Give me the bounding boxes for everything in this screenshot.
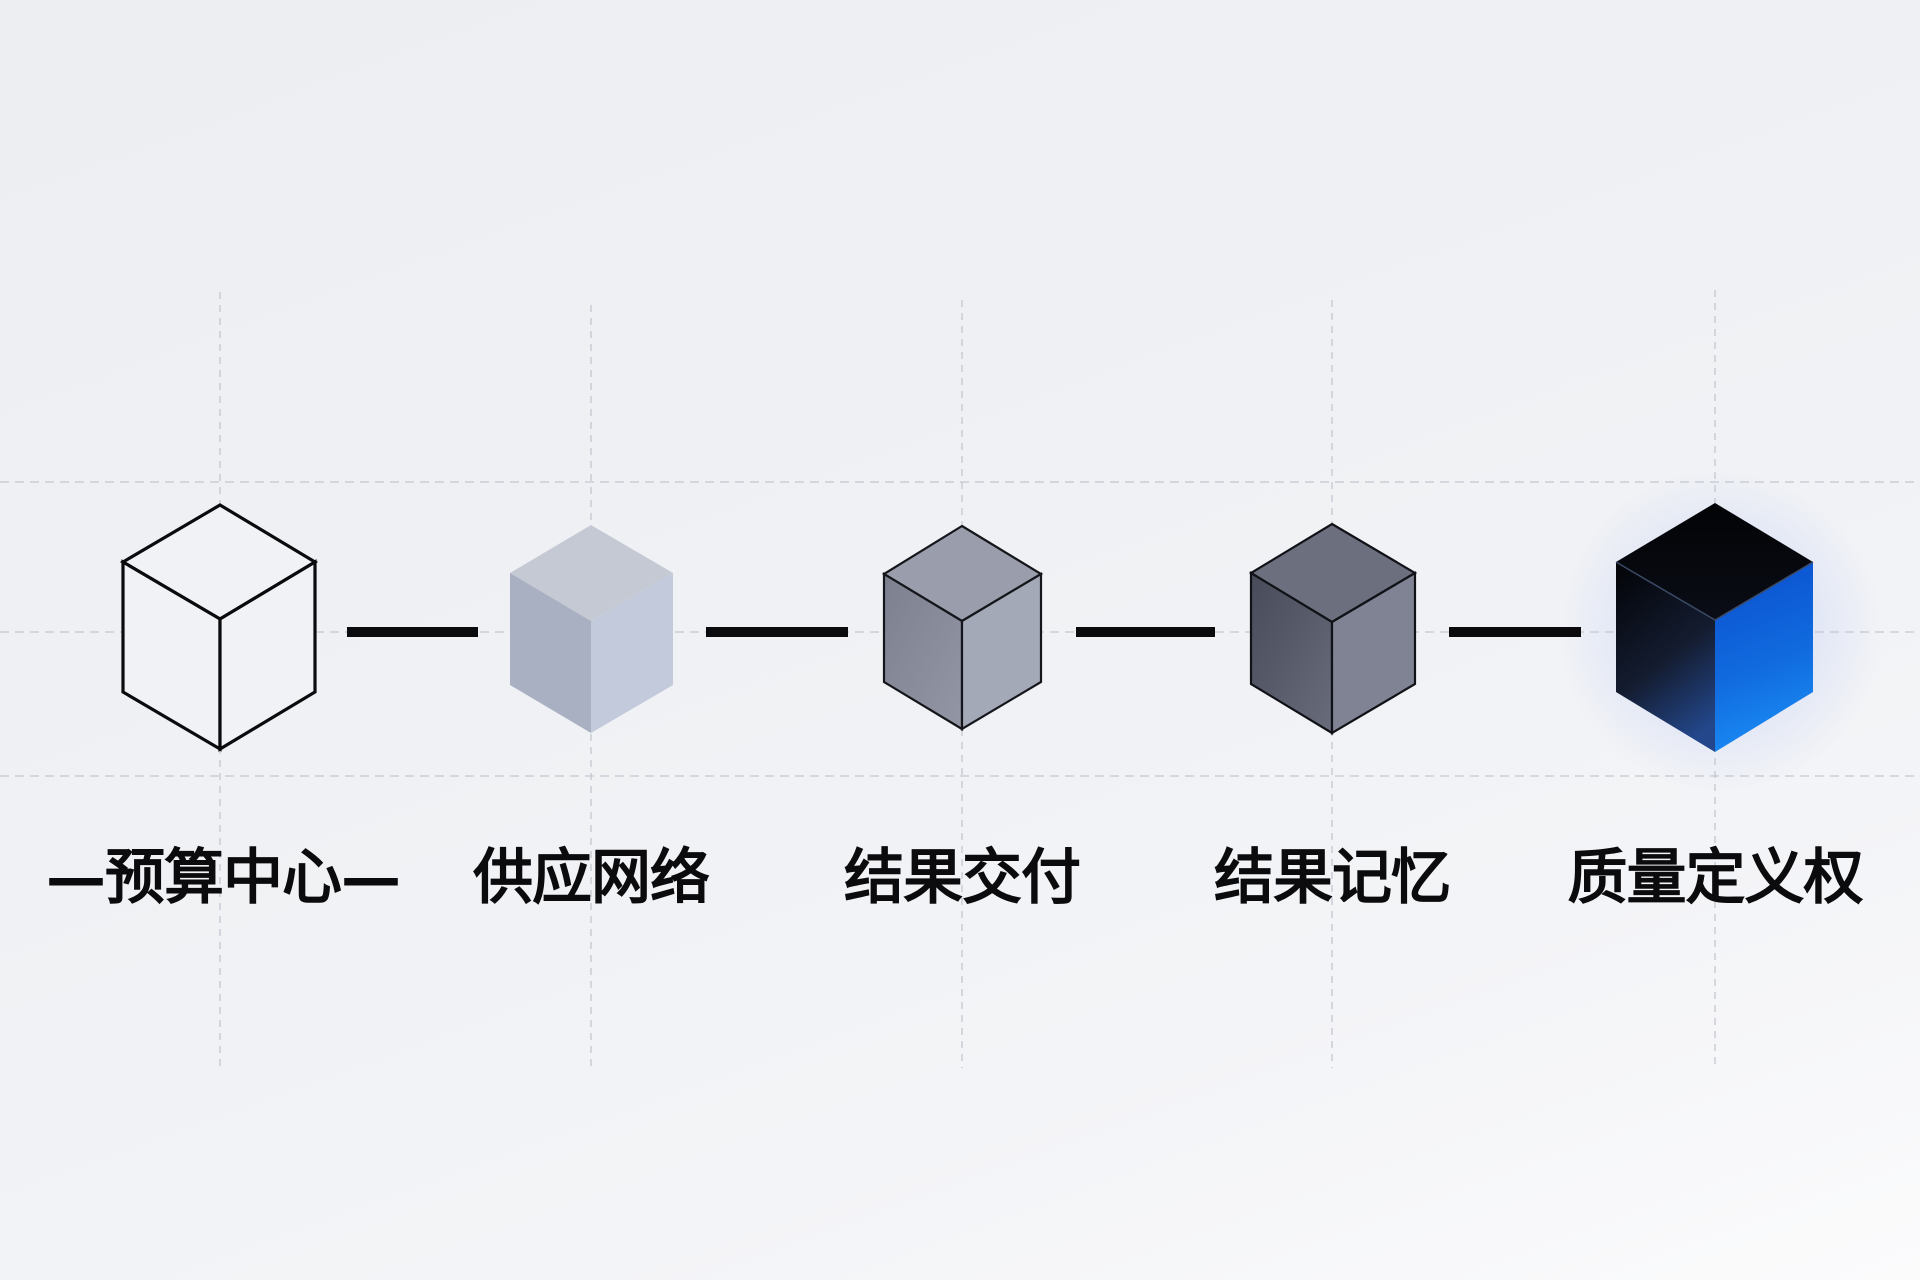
connector-line [1449,627,1581,637]
cube-mid-gray-icon [881,524,1044,731]
cube-light-gray-icon [510,525,673,733]
cube-blue-highlight-icon [1615,503,1814,752]
stage-label-quality-definition: 质量定义权 [1567,843,1864,913]
cube-outline-icon [119,503,319,752]
cube-dark-gray-icon [1248,522,1418,735]
stage-label-supply-network: 供应网络 [473,843,710,913]
stage-label-result-memory: 结果记忆 [1214,843,1451,913]
connector-line [1076,627,1215,637]
connectors [347,627,1581,637]
connector-line [706,627,848,637]
connector-line [347,627,478,637]
stage-label-result-delivery: 结果交付 [844,843,1081,913]
stage-label-budget-center: —预算中心— [46,843,401,913]
